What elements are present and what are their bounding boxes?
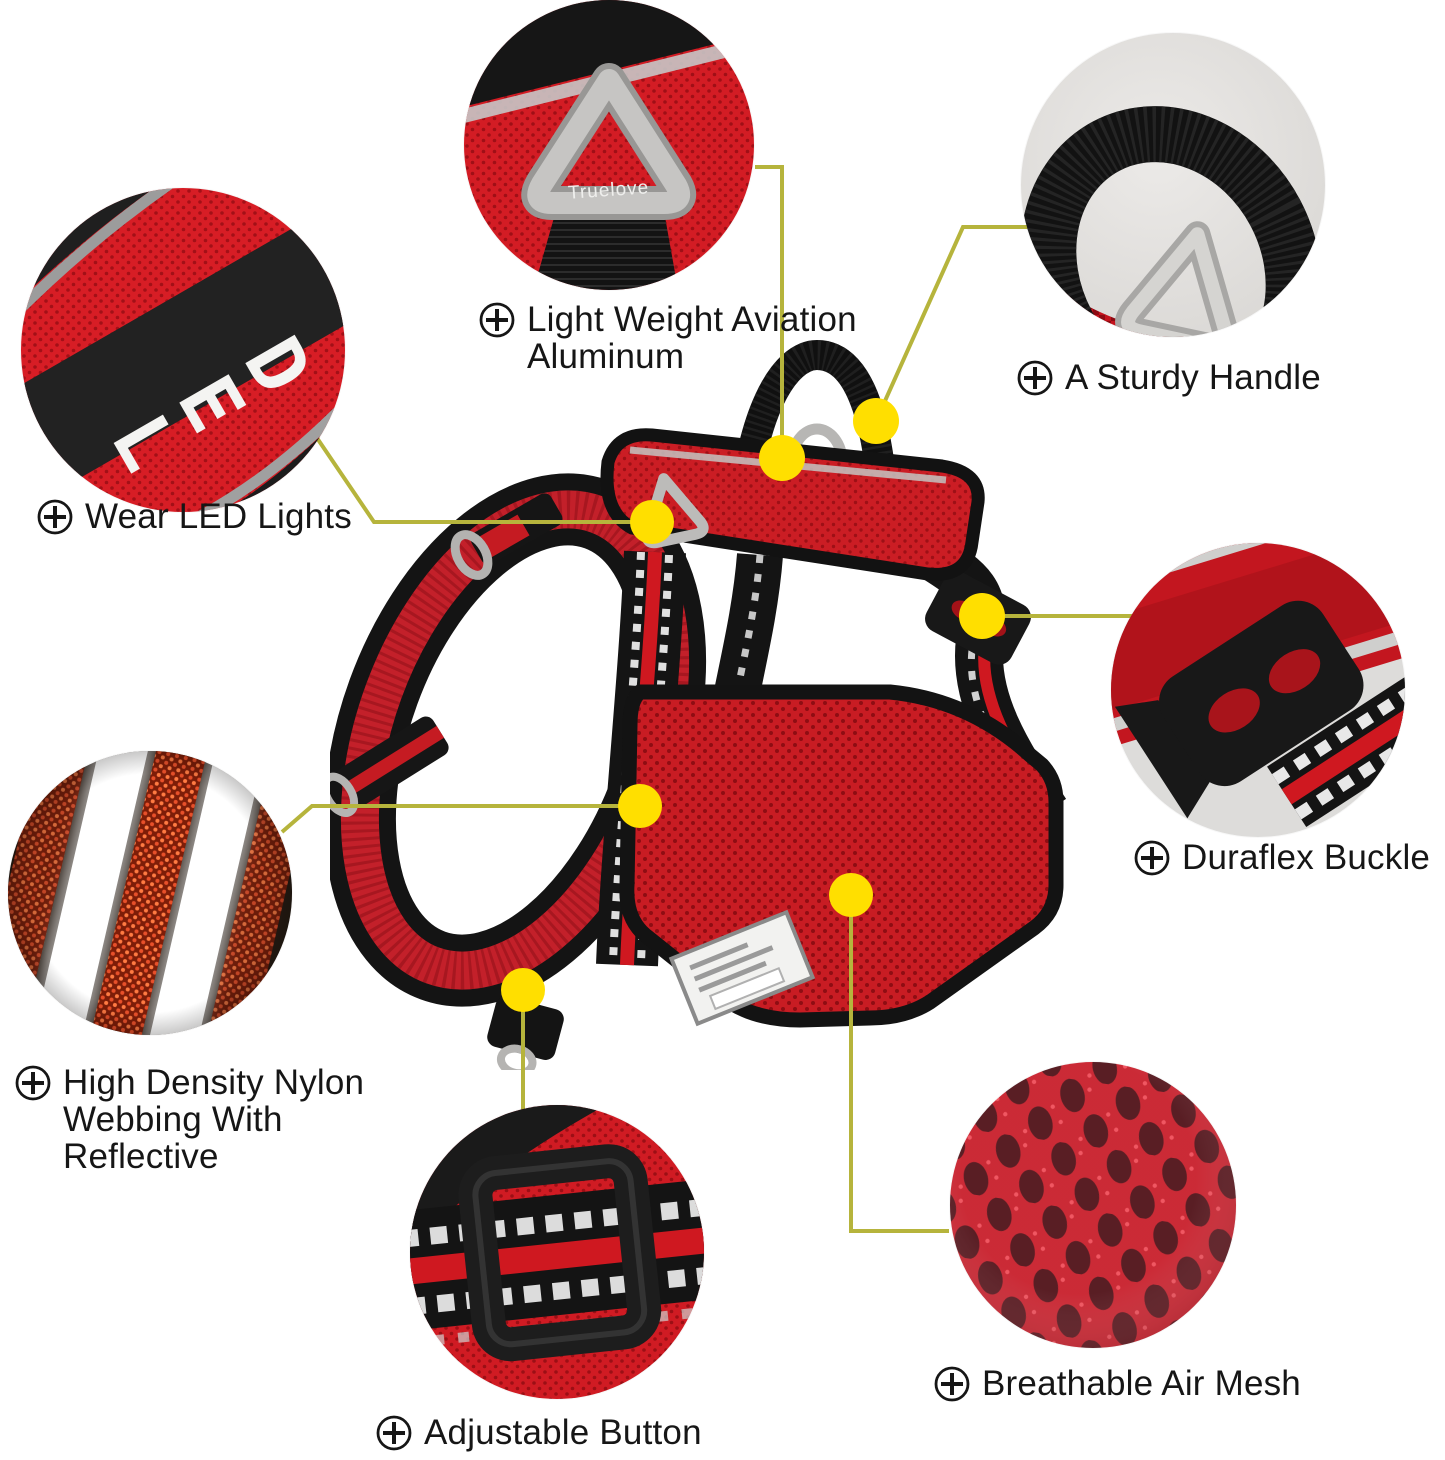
feature-label-line: Webbing With — [63, 1100, 283, 1139]
webbing-tail — [1267, 635, 1405, 827]
bottom-strap-end — [487, 996, 564, 1070]
callout-photo-led: LED — [21, 188, 345, 512]
feature-label-line: Reflective — [63, 1137, 219, 1176]
marker-dot-adjuster — [501, 968, 545, 1012]
upper-left-ring — [450, 493, 563, 580]
plus-circle-icon — [376, 1415, 412, 1451]
feature-label-adjuster: Adjustable Button — [375, 1414, 702, 1452]
callout-photo-buckle — [1111, 543, 1405, 837]
plus-circle-icon — [479, 302, 515, 338]
leader-line-aluminum — [755, 165, 784, 458]
callout-photo-reflective — [8, 751, 292, 1035]
care-tag — [668, 909, 816, 1027]
callout-photo-adjuster — [410, 1105, 704, 1399]
feature-label-line: High Density Nylon — [63, 1063, 365, 1102]
led-strap: LED — [21, 198, 345, 512]
leader-line-mesh — [849, 895, 949, 1233]
leader-line-handle — [874, 225, 1030, 422]
callout-photo-handle — [1021, 33, 1325, 337]
leader-line-led — [315, 436, 652, 524]
callout-photo-aluminum: Truelove — [464, 0, 754, 290]
black-buckle — [1114, 600, 1405, 827]
handle-triangle-ring — [1115, 221, 1240, 337]
plus-circle-icon — [15, 1065, 51, 1101]
plus-circle-icon — [37, 499, 73, 535]
plus-circle-icon — [1017, 360, 1053, 396]
truelove-triangle-ring — [521, 63, 696, 220]
marker-dot-aluminum — [759, 435, 805, 481]
leader-line-webbing — [280, 804, 640, 834]
left-strap-stub — [330, 716, 449, 817]
plus-circle-icon — [1134, 840, 1170, 876]
feature-label-aluminum: Light Weight Aviation Aluminum — [478, 301, 857, 375]
marker-dot-webbing — [618, 784, 662, 828]
feature-label-line: Wear LED Lights — [85, 497, 352, 536]
marker-dot-mesh — [829, 873, 873, 917]
feature-label-line: Light Weight Aviation — [527, 300, 857, 339]
feature-label-led: Wear LED Lights — [36, 498, 352, 536]
feature-label-line: Breathable Air Mesh — [982, 1364, 1301, 1403]
feature-label-handle: A Sturdy Handle — [1016, 359, 1321, 397]
feature-label-line: Duraflex Buckle — [1182, 838, 1431, 877]
striped-webbing — [410, 1144, 704, 1362]
back-panel — [600, 428, 985, 581]
feature-label-line: A Sturdy Handle — [1065, 358, 1321, 397]
marker-dot-handle — [853, 398, 899, 444]
marker-dot-led — [630, 500, 674, 544]
feature-label-line: Adjustable Button — [424, 1413, 702, 1452]
marker-dot-buckle — [959, 593, 1005, 639]
feature-label-webbing: High Density Nylon Webbing With Reflecti… — [14, 1064, 364, 1175]
handle-rib-texture — [727, 340, 900, 536]
feature-label-buckle: Duraflex Buckle — [1133, 839, 1430, 877]
inner-strap-reflective — [724, 554, 764, 741]
feature-label-line: Aluminum — [527, 337, 685, 376]
plus-circle-icon — [934, 1366, 970, 1402]
feature-label-mesh: Breathable Air Mesh — [933, 1365, 1301, 1403]
strap-through-ring — [533, 200, 679, 290]
callout-photo-mesh — [950, 1062, 1236, 1348]
